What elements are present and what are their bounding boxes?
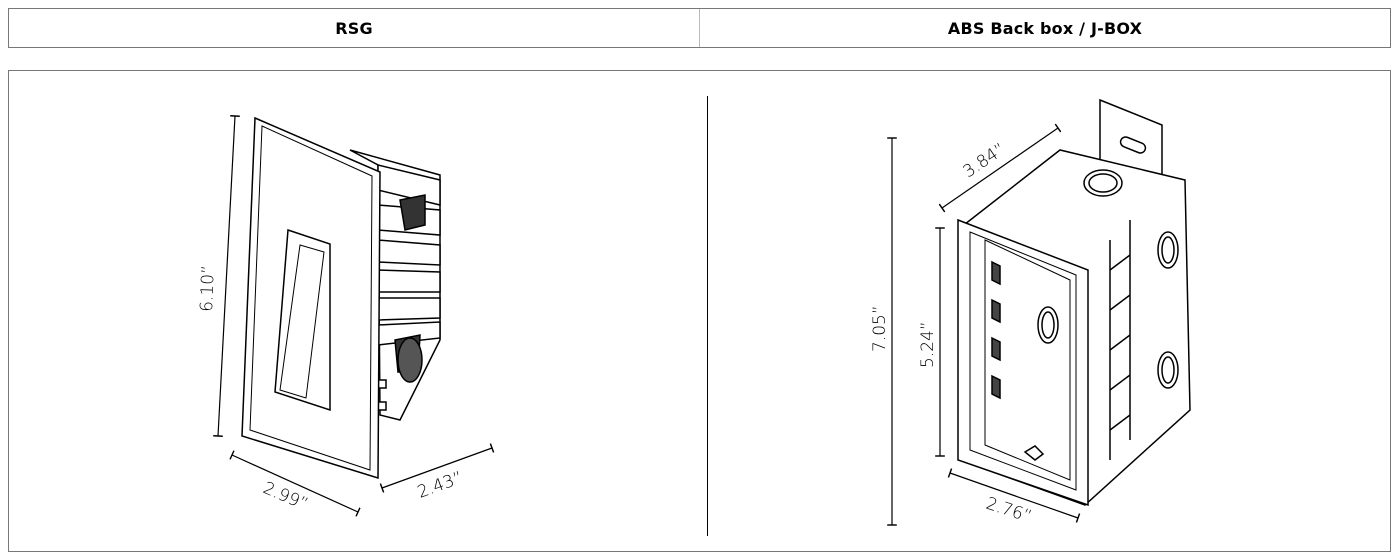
rsg-height-line bbox=[213, 115, 240, 437]
jbox-frame-height-label: 5.24” bbox=[918, 321, 938, 368]
jbox-dimensions bbox=[887, 123, 1081, 526]
jbox-width-label: 2.76” bbox=[983, 494, 1034, 527]
jbox-front-frame bbox=[957, 218, 1089, 507]
rsg-faceplate bbox=[241, 116, 381, 480]
rsg-housing bbox=[349, 149, 441, 421]
rsg-width-label: 2.99” bbox=[260, 478, 311, 515]
rsg-height-label: 6.10” bbox=[197, 265, 219, 312]
header-table: RSG ABS Back box / J-BOX bbox=[8, 8, 1391, 48]
drawing-frame bbox=[8, 70, 1391, 552]
jbox-overall-height-label: 7.05” bbox=[870, 305, 890, 352]
rsg-drawing bbox=[241, 116, 441, 480]
rsg-depth-line bbox=[379, 443, 495, 493]
rsg-header: RSG bbox=[335, 18, 373, 38]
rsg-dimensions bbox=[213, 115, 495, 517]
jbox-depth-label: 3.84” bbox=[960, 139, 1010, 182]
jbox-drawing bbox=[957, 98, 1191, 507]
rsg-width-line bbox=[229, 450, 361, 517]
jbox-depth-line bbox=[938, 123, 1062, 213]
panel-divider bbox=[707, 96, 708, 536]
jbox-header: ABS Back box / J-BOX bbox=[699, 9, 1390, 47]
jbox-width-line bbox=[947, 468, 1081, 523]
